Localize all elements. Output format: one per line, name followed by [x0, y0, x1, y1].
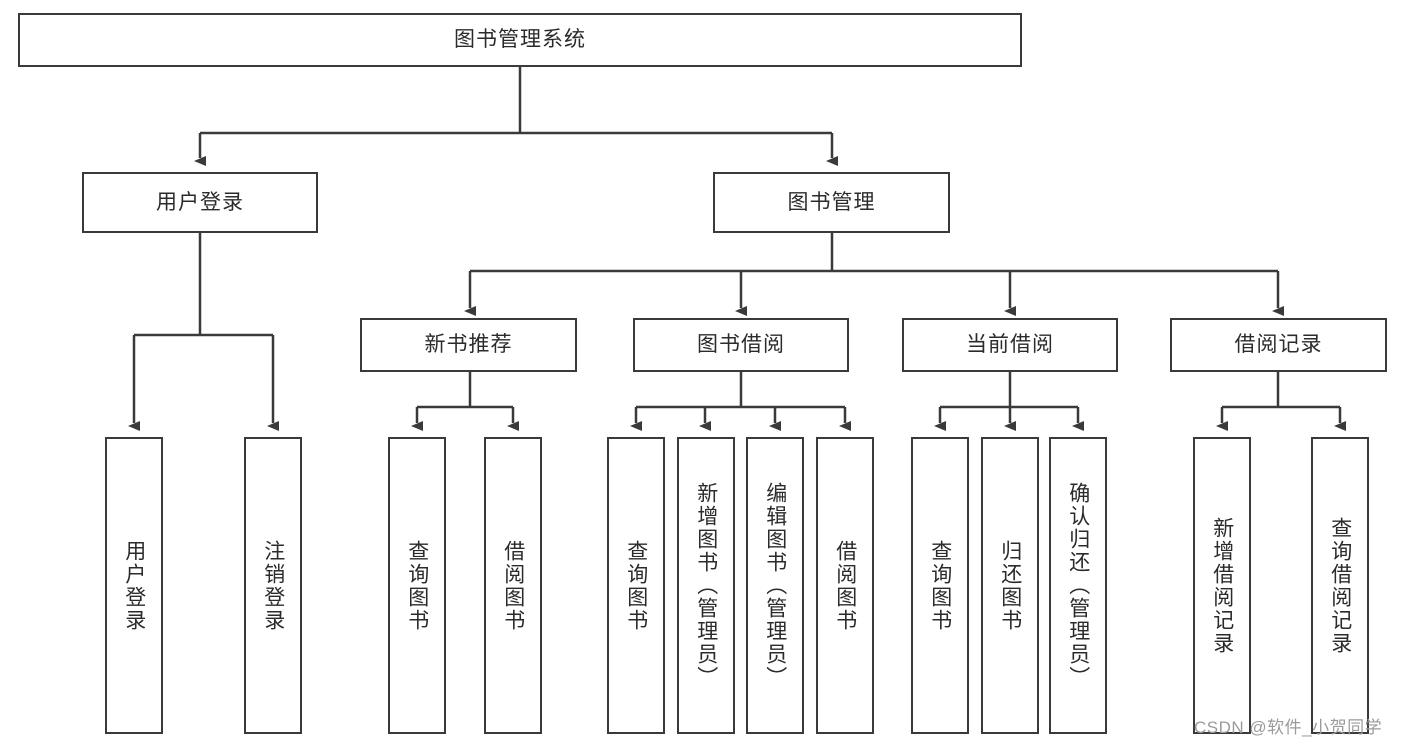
leaf-book-borrow-add-book-admin[interactable]: 新增图书（管理员） [677, 437, 735, 734]
leaf-book-borrow-query-book[interactable]: 查询图书 [607, 437, 665, 734]
node-label: 新增借阅记录 [1210, 516, 1234, 655]
leaf-current-borrow-confirm-return-admin[interactable]: 确认归还（管理员） [1049, 437, 1107, 734]
csdn-watermark: CSDN @软件_小贺同学 [1194, 718, 1383, 737]
leaf-book-borrow-edit-book-admin[interactable]: 编辑图书（管理员） [746, 437, 804, 734]
leaf-current-borrow-return-book[interactable]: 归还图书 [981, 437, 1039, 734]
node-label: 图书管理 [787, 190, 876, 214]
node-root-book-management-system[interactable]: 图书管理系统 [18, 13, 1022, 67]
node-label: 用户登录 [156, 190, 244, 214]
leaf-borrow-record-add-record[interactable]: 新增借阅记录 [1193, 437, 1251, 734]
node-new-book-recommend[interactable]: 新书推荐 [360, 318, 577, 372]
node-label: 编辑图书（管理员） [763, 482, 787, 689]
leaf-current-borrow-query-book[interactable]: 查询图书 [911, 437, 969, 734]
node-label: 注销登录 [261, 539, 285, 632]
node-current-borrow[interactable]: 当前借阅 [902, 318, 1118, 372]
node-label: 借阅图书 [501, 539, 525, 632]
node-label: 借阅图书 [833, 539, 857, 632]
leaf-borrow-record-query-record[interactable]: 查询借阅记录 [1311, 437, 1369, 734]
leaf-book-borrow-borrow-book[interactable]: 借阅图书 [816, 437, 874, 734]
leaf-user-login-logout[interactable]: 注销登录 [244, 437, 302, 734]
node-user-login[interactable]: 用户登录 [82, 172, 318, 233]
node-label: 确认归还（管理员） [1066, 482, 1090, 689]
node-label: 新增图书（管理员） [694, 482, 718, 689]
leaf-new-book-borrow-book[interactable]: 借阅图书 [484, 437, 542, 734]
leaf-new-book-query-book[interactable]: 查询图书 [388, 437, 446, 734]
node-label: 图书管理系统 [454, 28, 586, 52]
node-label: 当前借阅 [966, 333, 1054, 357]
leaf-user-login-login[interactable]: 用户登录 [105, 437, 163, 734]
node-label: 新书推荐 [424, 333, 513, 357]
node-book-management[interactable]: 图书管理 [713, 172, 950, 233]
node-borrow-record[interactable]: 借阅记录 [1170, 318, 1387, 372]
node-label: 查询借阅记录 [1328, 516, 1352, 655]
node-book-borrow[interactable]: 图书借阅 [633, 318, 849, 372]
node-label: 用户登录 [122, 539, 146, 632]
node-label: 图书借阅 [697, 333, 785, 357]
node-label: 借阅记录 [1234, 333, 1323, 357]
node-label: 查询图书 [624, 539, 648, 632]
node-label: 归还图书 [998, 539, 1022, 632]
node-label: 查询图书 [928, 539, 952, 632]
node-label: 查询图书 [405, 539, 429, 632]
